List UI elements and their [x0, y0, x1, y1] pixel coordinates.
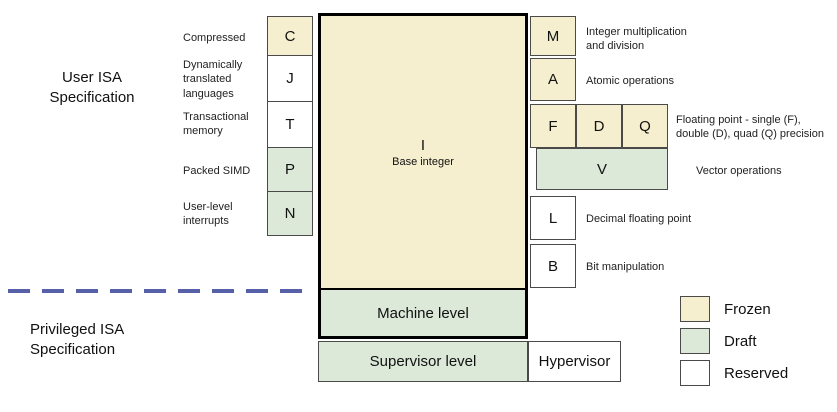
legend-row-reserved: Reserved: [680, 360, 788, 386]
ext-letter-n: N: [284, 205, 296, 222]
ext-label-packed-simd: Packed SIMD: [183, 165, 251, 177]
legend-row-draft: Draft: [680, 328, 788, 354]
ext-label-decimal-floating-point: Decimal floating point: [586, 213, 692, 225]
ext-box-l: L: [530, 196, 576, 240]
ext-box-m: M: [530, 16, 576, 56]
ext-letter-t: T: [285, 116, 295, 133]
machine-level-region: Machine level: [321, 288, 525, 336]
isa-divider-dashed-line: [8, 289, 306, 293]
ext-letter-l: L: [548, 209, 558, 227]
privileged-isa-title: Privileged ISA Specification: [30, 321, 125, 359]
ext-label-compressed: Compressed: [183, 32, 246, 44]
supervisor-level-box: Supervisor level: [318, 341, 528, 382]
ext-box-b: B: [530, 244, 576, 288]
legend-label-reserved: Reserved: [724, 364, 789, 382]
ext-letter-m: M: [546, 27, 560, 45]
legend: Frozen Draft Reserved: [680, 296, 788, 386]
legend-swatch-draft: [680, 328, 710, 354]
ext-box-t: T: [267, 101, 313, 148]
legend-label-draft: Draft: [724, 332, 757, 350]
ext-box-c: C: [267, 16, 313, 56]
ext-letter-j: J: [286, 70, 294, 87]
ext-box-f: F: [530, 104, 576, 148]
ext-box-p: P: [267, 147, 313, 192]
base-integer-box: I Base integer Machine level: [318, 13, 528, 339]
supervisor-level-label: Supervisor level: [369, 353, 477, 370]
ext-box-d: D: [576, 104, 622, 148]
hypervisor-box: Hypervisor: [528, 341, 621, 382]
ext-box-n: N: [267, 191, 313, 236]
base-integer-sublabel: Base integer: [392, 155, 454, 168]
legend-swatch-frozen: [680, 296, 710, 322]
base-integer-letter: I: [420, 136, 426, 154]
legend-row-frozen: Frozen: [680, 296, 788, 322]
ext-label-atomic-operations: Atomic operations: [586, 75, 675, 87]
ext-label-floating-point: Floating point - single (F), double (D),…: [676, 114, 824, 141]
hypervisor-label: Hypervisor: [538, 353, 611, 370]
ext-box-a: A: [530, 58, 576, 101]
ext-letter-c: C: [284, 27, 296, 45]
ext-label-integer-mul-div: Integer multiplication and division: [586, 26, 687, 53]
ext-letter-p: P: [284, 161, 295, 178]
ext-label-dynamically-translated: Dynamically translated languages: [183, 59, 243, 100]
ext-box-q: Q: [622, 104, 668, 148]
ext-label-transactional-memory: Transactional memory: [183, 111, 249, 138]
legend-swatch-reserved: [680, 360, 710, 386]
ext-letter-a: A: [547, 71, 558, 88]
legend-label-frozen: Frozen: [724, 300, 771, 318]
ext-letter-v: V: [596, 160, 607, 178]
ext-box-v: V: [536, 148, 668, 190]
ext-label-bit-manipulation: Bit manipulation: [586, 261, 665, 273]
ext-letter-q: Q: [639, 117, 651, 135]
ext-letter-b: B: [547, 257, 558, 275]
user-isa-title: User ISA Specification: [49, 69, 135, 107]
ext-box-j: J: [267, 55, 313, 102]
ext-letter-d: D: [593, 117, 605, 135]
ext-label-user-level-interrupts: User-level interrupts: [183, 201, 233, 228]
base-integer-region: I Base integer: [321, 16, 525, 288]
ext-label-vector-operations: Vector operations: [696, 165, 782, 177]
machine-level-label: Machine level: [377, 304, 469, 322]
ext-letter-f: F: [548, 117, 558, 135]
